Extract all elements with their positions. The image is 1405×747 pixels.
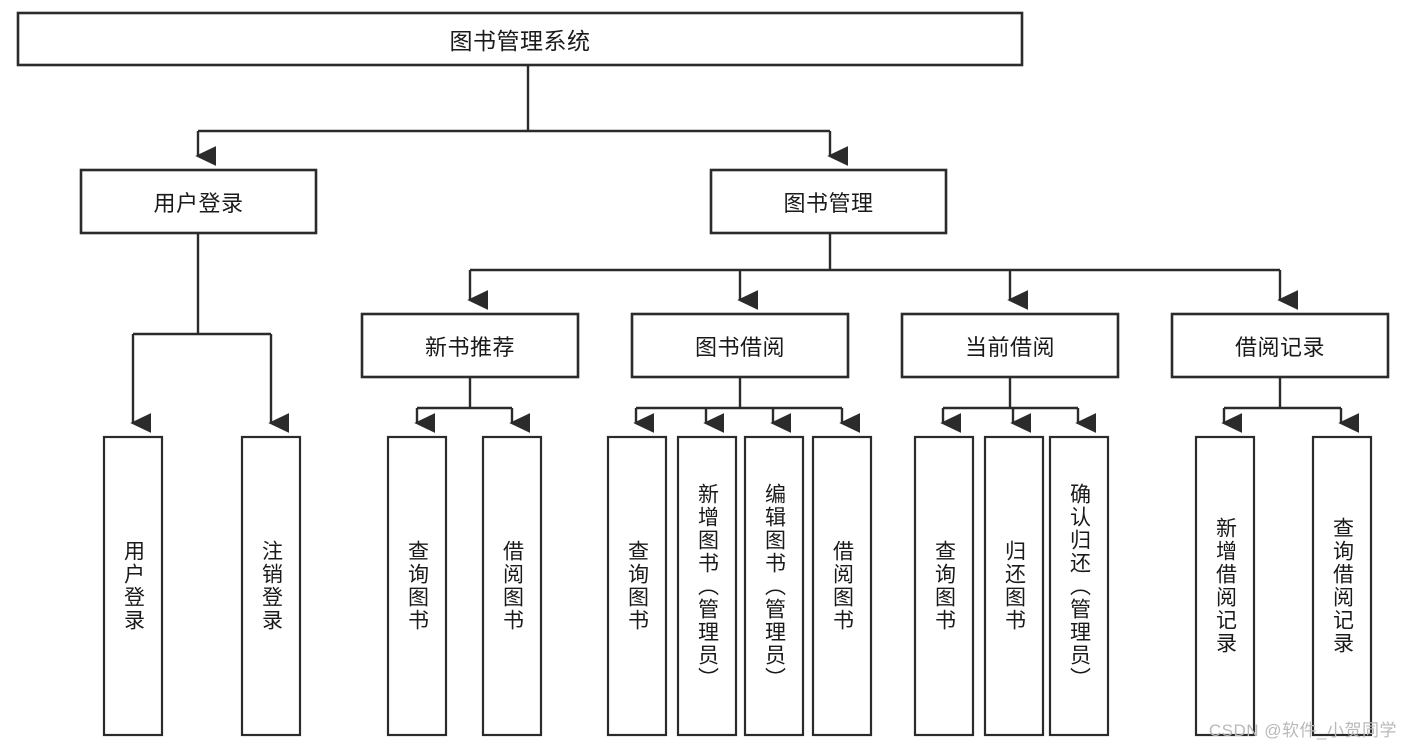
- node-level2-2-box[interactable]: [900, 312, 1120, 379]
- node-level1-0-box[interactable]: [79, 168, 318, 235]
- node-level2-0-box[interactable]: [360, 312, 580, 379]
- node-leaf-recommend-0-box[interactable]: [386, 435, 448, 737]
- connector-recommend-to-leaves: [414, 377, 530, 433]
- node-leaf-records-0-box[interactable]: [1194, 435, 1256, 737]
- node-leaf-recommend-1-box[interactable]: [481, 435, 543, 737]
- node-leaf-borrow-2-box[interactable]: [743, 435, 805, 737]
- node-leaf-current-2-box[interactable]: [1048, 435, 1110, 737]
- node-root-box[interactable]: [16, 11, 1024, 67]
- node-level1-1-box[interactable]: [709, 168, 948, 235]
- connector-userlogin-to-leaves: [130, 233, 289, 433]
- node-leaf-records-1-box[interactable]: [1311, 435, 1373, 737]
- connector-borrow-to-leaves: [633, 377, 860, 433]
- node-leaf-borrow-1-box[interactable]: [676, 435, 738, 737]
- node-leaf-current-0-box[interactable]: [913, 435, 975, 737]
- node-leaf-userlogin-1-box[interactable]: [240, 435, 302, 737]
- node-leaf-borrow-0-box[interactable]: [606, 435, 668, 737]
- connector-current-to-leaves: [940, 377, 1096, 433]
- node-leaf-borrow-3-box[interactable]: [811, 435, 873, 737]
- node-leaf-current-1-box[interactable]: [983, 435, 1045, 737]
- connector-bookmgmt-to-level2: [467, 233, 1298, 310]
- node-leaf-userlogin-0-box[interactable]: [102, 435, 164, 737]
- connector-root-to-level1: [195, 65, 848, 166]
- node-level2-1-box[interactable]: [630, 312, 850, 379]
- node-level2-3-box[interactable]: [1170, 312, 1390, 379]
- connector-records-to-leaves: [1221, 377, 1359, 433]
